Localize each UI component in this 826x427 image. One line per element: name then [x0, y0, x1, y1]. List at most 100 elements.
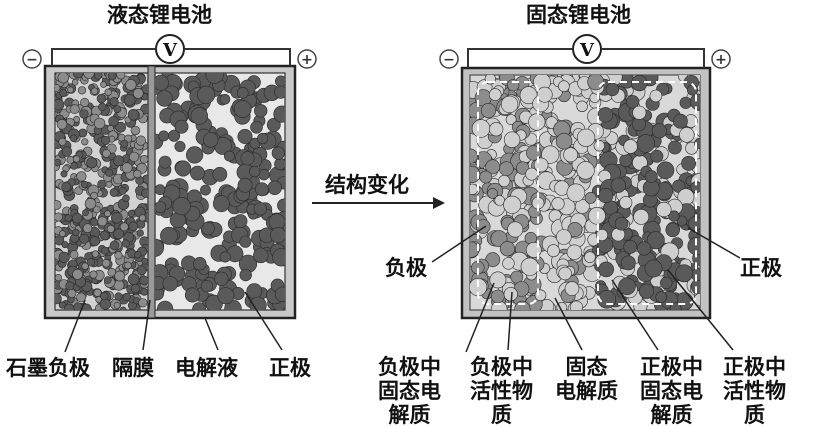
particle [555, 229, 572, 245]
particle [272, 248, 285, 267]
particle [101, 259, 111, 268]
particle [56, 119, 68, 130]
particle [257, 132, 269, 145]
particle [633, 208, 650, 225]
graphite-particles [55, 73, 148, 310]
particle [503, 131, 521, 148]
particle [567, 222, 583, 238]
particle [59, 230, 66, 238]
electrolyte-particles [155, 73, 285, 310]
particle [125, 79, 137, 91]
particle [679, 127, 695, 143]
particle [576, 161, 595, 180]
particle [80, 180, 89, 189]
particle [651, 123, 667, 139]
particle [104, 88, 112, 96]
particle [90, 191, 98, 200]
particle [90, 218, 99, 227]
particle [128, 221, 139, 232]
particle [90, 87, 99, 95]
label-line: 电解质 [555, 379, 618, 403]
particle [114, 292, 123, 301]
particle [656, 161, 675, 180]
liquid-voltmeter-label: V [162, 40, 178, 61]
label-line: 正极中 [723, 355, 786, 379]
particle [237, 87, 249, 99]
particle [564, 281, 580, 296]
particle [57, 73, 69, 84]
particle [172, 197, 191, 216]
particle [558, 80, 570, 92]
particle [192, 302, 206, 310]
liquid-plus-sign: + [301, 52, 313, 68]
particle [605, 82, 620, 97]
particle [214, 271, 229, 286]
particle [237, 129, 253, 145]
particle [55, 235, 65, 246]
label-line: 负极中 [470, 355, 533, 379]
particle [689, 93, 700, 110]
particle [72, 155, 81, 163]
particle [140, 288, 148, 296]
particle [82, 223, 93, 233]
solid-battery-title: 固态锂电池 [526, 3, 631, 27]
particle [556, 301, 568, 310]
particle [271, 146, 285, 160]
particle [649, 89, 663, 103]
label-line: 活性物 [470, 379, 533, 403]
particle [520, 257, 539, 276]
particle [139, 214, 147, 222]
particle [59, 89, 68, 98]
particle [175, 160, 192, 177]
label-line: 质 [744, 403, 765, 427]
particle [102, 149, 111, 158]
particle [93, 288, 102, 297]
particle [618, 277, 636, 296]
particle [98, 102, 107, 112]
particle [563, 147, 578, 163]
particle [499, 161, 514, 176]
liquid-voltmeter-icon [155, 34, 185, 64]
label-cathode-solid-electrolyte: 正极中 固态电 解质 [640, 355, 703, 427]
liquid-leader-lines [64, 291, 283, 353]
battery-illustration: V − + V [22, 34, 741, 353]
particle [113, 301, 121, 309]
particle [97, 179, 107, 189]
particle [157, 300, 174, 310]
label-line: 负极中 [378, 355, 441, 379]
particle [127, 209, 136, 218]
particle [597, 107, 614, 123]
particle [595, 229, 608, 242]
label-anode-right: 负极 [385, 256, 427, 280]
particle [681, 155, 696, 171]
particle [686, 84, 698, 96]
particle [500, 95, 519, 114]
particle [155, 201, 167, 213]
particle [132, 88, 144, 99]
particle [471, 119, 491, 138]
particle [72, 73, 84, 79]
liquid-battery-title: 液态锂电池 [107, 3, 212, 27]
particle [72, 228, 80, 237]
particle [77, 86, 87, 95]
particle [490, 289, 505, 304]
label-line: 质 [491, 403, 512, 427]
particle [86, 157, 98, 169]
particle [162, 276, 178, 292]
particle [217, 287, 235, 305]
particle [158, 155, 172, 169]
particle [119, 306, 127, 310]
particle [275, 75, 285, 88]
particle [547, 244, 560, 258]
particle [534, 289, 547, 302]
solid-circuit-wire [467, 48, 572, 68]
particle [644, 259, 663, 278]
particle [632, 105, 647, 120]
particle [239, 235, 252, 248]
particle [155, 184, 166, 195]
particle [101, 135, 111, 145]
particle [203, 132, 219, 148]
particle [644, 170, 658, 183]
solid-voltmeter-label: V [579, 40, 595, 61]
particle [499, 241, 516, 257]
